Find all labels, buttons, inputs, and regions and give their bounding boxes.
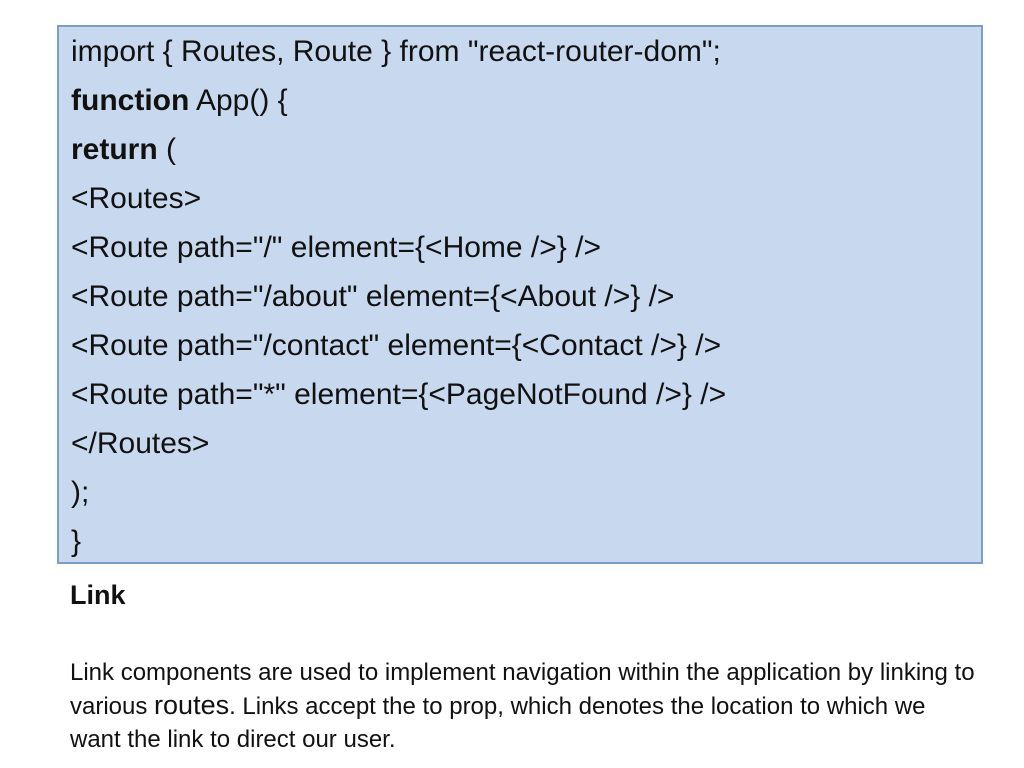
code-keyword: return [71, 133, 158, 166]
code-line: function App() { [71, 76, 971, 125]
code-text: </Routes> [71, 427, 210, 460]
code-text: <Route path="/about" element={<About />}… [71, 280, 675, 313]
paragraph-text-part2: . Links accept the to prop, which denote… [70, 693, 926, 753]
code-text: <Route path="*" element={<PageNotFound /… [71, 378, 727, 411]
routes-term: routes [154, 690, 230, 720]
code-keyword: function [71, 84, 190, 117]
code-text: <Route path="/contact" element={<Contact… [71, 329, 722, 362]
code-line: <Route path="/" element={<Home />} /> [71, 223, 971, 272]
code-line: ); [71, 468, 971, 517]
code-text: import { Routes, Route } from "react-rou… [71, 35, 721, 68]
code-text: ( [157, 133, 177, 166]
section-heading-link: Link [70, 580, 126, 610]
code-text: <Routes> [71, 182, 202, 215]
code-line: <Route path="/about" element={<About />}… [71, 272, 971, 321]
code-line: import { Routes, Route } from "react-rou… [71, 27, 971, 76]
code-text: ); [71, 476, 90, 509]
code-line: </Routes> [71, 419, 971, 468]
code-text: <Route path="/" element={<Home />} /> [71, 231, 601, 264]
code-line: return ( [71, 125, 971, 174]
paragraph-text-part1: Link components are used to implement na… [70, 659, 975, 720]
code-text: } [71, 525, 82, 558]
code-line: <Route path="/contact" element={<Contact… [71, 321, 971, 370]
code-line: } [71, 517, 971, 562]
code-line: <Routes> [71, 174, 971, 223]
link-description-paragraph: Link components are used to implement na… [70, 656, 1024, 756]
code-text: App() { [189, 84, 288, 117]
code-snippet-box: import { Routes, Route } from "react-rou… [57, 25, 983, 564]
code-line: <Route path="*" element={<PageNotFound /… [71, 370, 971, 419]
